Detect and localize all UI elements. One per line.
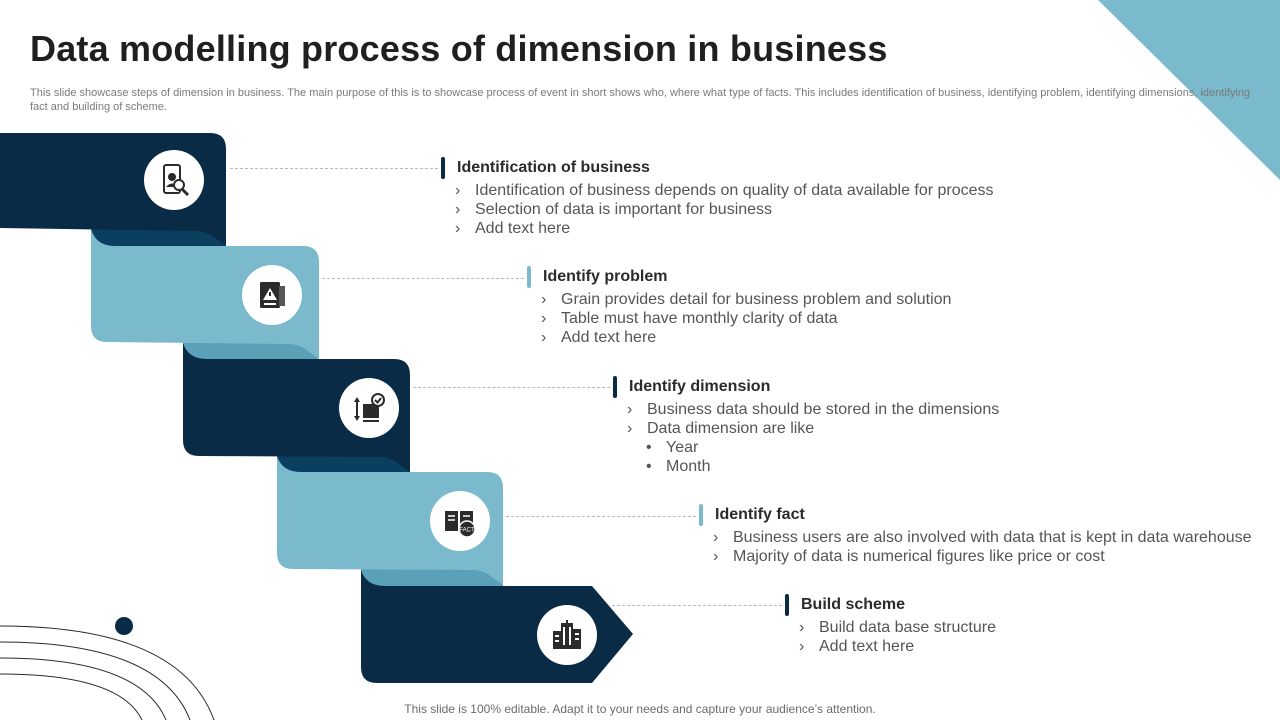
step-bullets: Grain provides detail for business probl… [541, 290, 951, 347]
step-bullets: Business data should be stored in the di… [627, 400, 999, 476]
step-marker [785, 594, 789, 616]
bullet-item: Selection of data is important for busin… [455, 200, 994, 219]
step-build-scheme: Build scheme Build data base structure A… [785, 594, 996, 656]
bullet-item: Business data should be stored in the di… [627, 400, 999, 419]
bullet-item: Majority of data is numerical figures li… [713, 547, 1252, 566]
bullet-item: Table must have monthly clarity of data [541, 309, 951, 328]
step-bullets: Build data base structure Add text here [799, 618, 996, 656]
step-identification-of-business: Identification of business Identificatio… [441, 157, 994, 238]
step-bullets: Identification of business depends on qu… [455, 181, 994, 238]
bullet-item: Add text here [541, 328, 951, 347]
ribbon-fold-2 [183, 342, 318, 360]
step-title: Identify problem [543, 268, 668, 285]
step-title: Identify dimension [629, 378, 771, 395]
bullet-item: Data dimension are like [627, 419, 999, 438]
page-subtitle: This slide showcase steps of dimension i… [30, 87, 1251, 113]
step-marker [613, 376, 617, 398]
connector-3 [413, 387, 610, 388]
svg-text:FACT: FACT [459, 528, 475, 534]
step-marker [527, 266, 531, 288]
bullet-item: Identification of business depends on qu… [455, 181, 994, 200]
connector-4 [506, 516, 696, 517]
step-identify-fact: Identify fact Business users are also in… [699, 504, 1252, 566]
bullet-item: Build data base structure [799, 618, 996, 637]
step-marker [441, 157, 445, 179]
bullet-item: Add text here [799, 637, 996, 656]
ribbon-panel-3 [183, 343, 410, 472]
ribbon-fold-3 [277, 455, 410, 473]
ribbon-panel-4 [277, 456, 503, 585]
step-marker [699, 504, 703, 526]
ribbon-fold-4 [361, 568, 503, 586]
building-icon [537, 605, 597, 665]
step-title: Identify fact [715, 506, 805, 523]
sub-bullet-item: Year [627, 438, 999, 457]
footer-note: This slide is 100% editable. Adapt it to… [404, 702, 876, 716]
page-title: Data modelling process of dimension in b… [30, 28, 888, 69]
bullet-item: Grain provides detail for business probl… [541, 290, 951, 309]
step-identify-dimension: Identify dimension Business data should … [613, 376, 999, 476]
step-title: Build scheme [801, 596, 906, 613]
step-bullets: Business users are also involved with da… [713, 528, 1252, 566]
fact-book-icon: FACT [430, 491, 490, 551]
data-dimension-icon [339, 378, 399, 438]
bullet-item: Business users are also involved with da… [713, 528, 1252, 547]
mobile-search-icon [144, 150, 204, 210]
step-identify-problem: Identify problem Grain provides detail f… [527, 266, 951, 347]
sub-bullet-item: Month [627, 457, 999, 476]
connector-1 [230, 168, 438, 169]
connector-2 [322, 278, 524, 279]
document-warning-icon [242, 265, 302, 325]
connector-5 [612, 605, 782, 606]
bullet-item: Add text here [455, 219, 994, 238]
step-title: Identification of business [457, 159, 650, 176]
ribbon-panel-2 [91, 229, 319, 359]
decorative-arcs [0, 617, 215, 720]
ribbon-fold-1 [91, 228, 226, 246]
